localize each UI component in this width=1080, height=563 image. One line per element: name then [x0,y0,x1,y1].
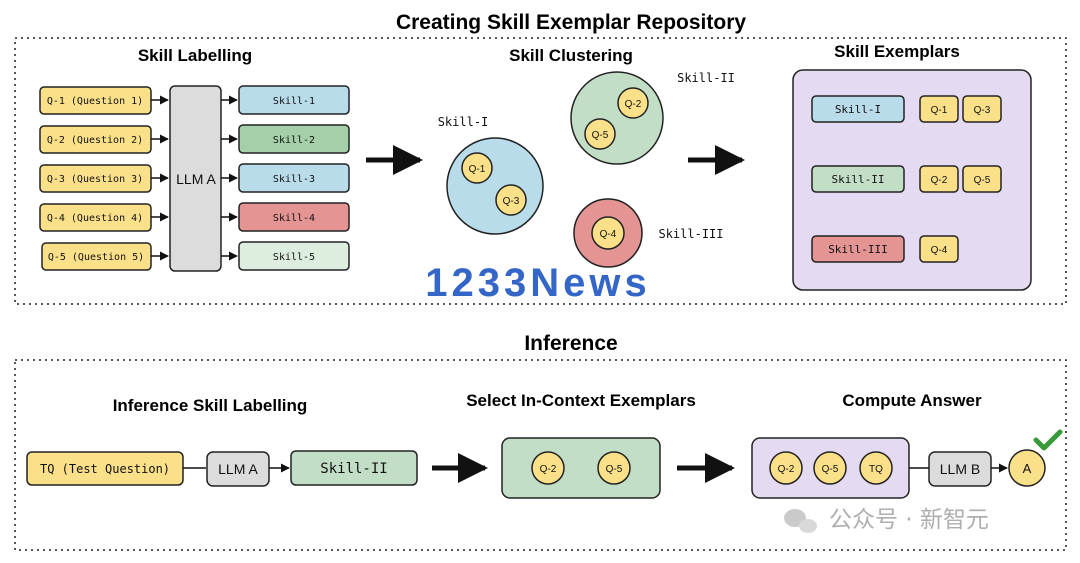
exemplar-skill-box [811,95,905,123]
exemplar-question-label: Q-2 [931,175,948,186]
skill-box [238,124,350,154]
wechat-credit: 公众号 · 新智元 [784,507,989,533]
cluster-label: Skill-II [677,71,735,85]
question-node [495,184,527,216]
cluster-label: Skill-I [438,115,489,129]
top-section-border [14,37,1067,305]
exemplar-skill-label: Skill-III [828,243,888,256]
exemplar-question-box [962,165,1002,193]
selected-question-node [597,451,631,485]
prompt-item-label: Q-5 [822,464,839,475]
question-label: Q-1 (Question 1) [47,96,143,107]
exemplar-row: Skill-III Q-4 [811,235,959,263]
skill-box [238,85,350,115]
exemplar-row: Skill-I Q-1 Q-3 [811,95,1002,123]
bottom-title: Inference [524,332,617,355]
question-node-label: Q-4 [600,229,617,240]
inference-labelling-heading: Inference Skill Labelling [113,396,308,415]
labelling-heading: Skill Labelling [138,46,252,65]
compute-heading: Compute Answer [842,391,982,410]
llm-b-label: LLM B [940,461,980,477]
question-node [584,118,616,150]
skill-label: Skill-4 [273,213,315,224]
prompt-item-node [859,451,893,485]
exemplar-question-label: Q-1 [931,105,948,116]
cluster-skill-iii: Q-4 Skill-III [573,198,724,268]
exemplar-question-label: Q-3 [974,105,991,116]
question-node-label: Q-5 [592,130,609,141]
skill-list: Skill-1 Skill-2 Skill-3 Skill-4 Skill-5 [238,85,350,271]
llm-b-box [928,451,992,487]
cluster-circle [446,137,544,235]
cluster-label: Skill-III [658,227,723,241]
exemplar-question-label: Q-5 [974,175,991,186]
question-label: Q-5 (Question 5) [48,252,144,263]
top-title: Creating Skill Exemplar Repository [396,11,746,34]
exemplar-skill-box [811,235,905,263]
credit-text: 公众号 · 新智元 [829,507,989,533]
checkmark-icon [1033,429,1063,451]
question-node [591,216,625,250]
exemplar-question-box [919,235,959,263]
question-node [617,87,649,119]
exemplar-question-box [962,95,1002,123]
cluster-skill-i: Skill-I Q-1 Q-3 [438,115,544,235]
question-node-label: Q-1 [469,164,486,175]
exemplar-skill-box [811,165,905,193]
clustering-heading: Skill Clustering [509,46,633,65]
inference-llm-a-label: LLM A [218,461,258,477]
skill-label: Skill-1 [273,96,315,107]
selected-question-node [531,451,565,485]
question-node [461,152,493,184]
llm-a-label: LLM A [176,171,216,187]
selected-question-label: Q-2 [540,464,557,475]
prompt-item-label: TQ [869,464,883,475]
skill-label: Skill-2 [273,135,315,146]
selected-question-label: Q-5 [606,464,623,475]
selected-exemplars-panel [501,437,661,499]
prompt-item-node [769,451,803,485]
inference-llm-a-box [206,451,270,487]
question-node-label: Q-2 [625,99,642,110]
skill-label: Skill-5 [273,252,315,263]
inference-skill-label: Skill-II [320,461,387,477]
question-label: Q-3 (Question 3) [47,174,143,185]
test-question-label: TQ (Test Question) [40,462,170,476]
watermark-text: 1233News [425,261,650,305]
skill-box [238,163,350,193]
exemplar-skill-label: Skill-II [832,173,885,186]
prompt-item-label: Q-2 [778,464,795,475]
question-label: Q-2 (Question 2) [47,135,143,146]
exemplar-question-label: Q-4 [931,245,948,256]
question-label: Q-4 (Question 4) [47,213,143,224]
exemplars-panel [792,69,1032,291]
answer-node [1008,449,1046,487]
question-node-label: Q-3 [503,196,520,207]
cluster-skill-ii: Skill-II Q-2 Q-5 [570,71,735,165]
inference-skill-box [290,450,418,486]
exemplars-heading: Skill Exemplars [834,42,960,61]
answer-label: A [1023,461,1032,476]
exemplar-question-box [919,95,959,123]
question-to-llm-arrows [151,95,169,261]
skill-box [238,241,350,271]
prompt-item-node [813,451,847,485]
llm-to-skill-arrows [221,95,238,261]
skill-label: Skill-3 [273,174,315,185]
exemplar-row: Skill-II Q-2 Q-5 [811,165,1002,193]
exemplar-skill-label: Skill-I [835,103,881,116]
exemplar-question-box [919,165,959,193]
select-heading: Select In-Context Exemplars [466,391,696,410]
skill-box [238,202,350,232]
question-list: Q-1 (Question 1) Q-2 (Question 2) Q-3 (Q… [39,86,152,271]
bottom-section-border [14,359,1067,551]
cluster-circle [570,71,664,165]
